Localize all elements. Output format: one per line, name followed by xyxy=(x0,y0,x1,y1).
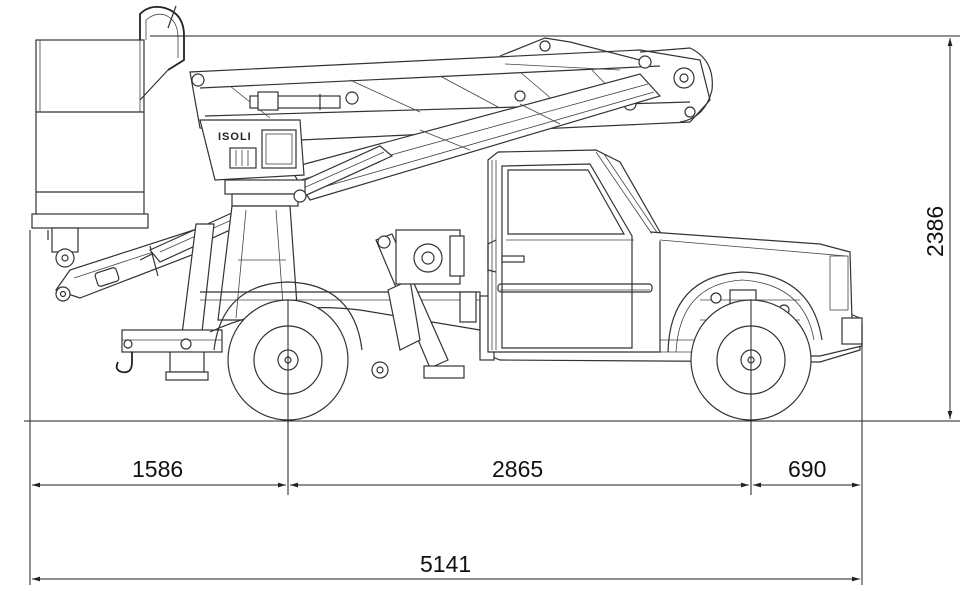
work-basket xyxy=(31,5,185,268)
rear-outrigger xyxy=(115,223,223,381)
dimension-lines: 1586 2865 690 5141 2386 xyxy=(29,35,960,585)
dim-overall-length-value: 5141 xyxy=(420,551,471,577)
dim-wheelbase-value: 2865 xyxy=(492,456,543,482)
brand-label: ISOLI xyxy=(218,131,252,143)
dim-overall-height-value: 2386 xyxy=(922,206,948,257)
dim-rear-overhang-value: 690 xyxy=(788,456,826,482)
truck-cab xyxy=(487,149,661,353)
front-outrigger xyxy=(371,229,495,379)
dim-front-overhang-value: 1586 xyxy=(132,456,183,482)
